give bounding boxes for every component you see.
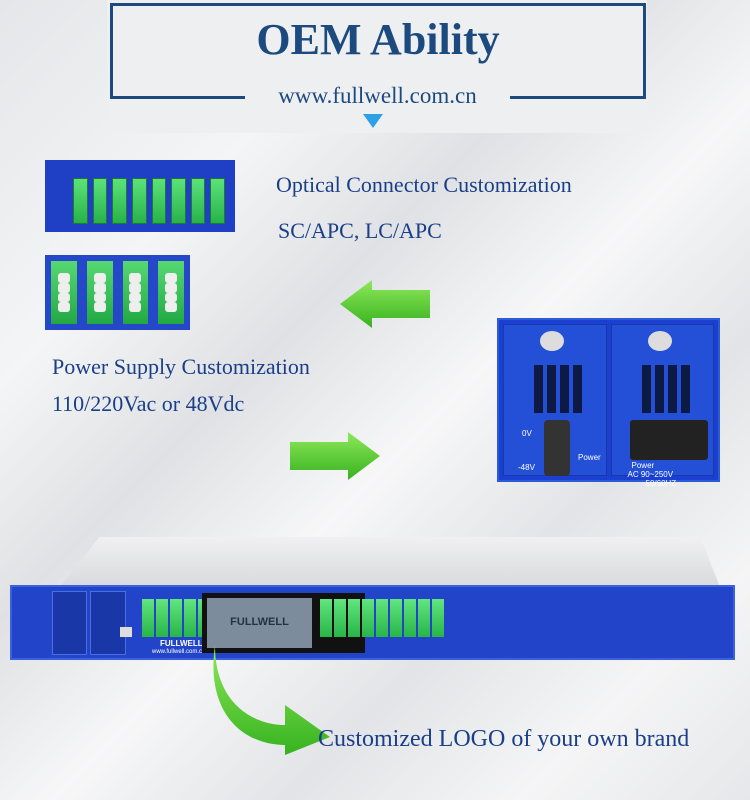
device-url: www.fullwell.com.cn <box>152 649 206 655</box>
lcd-logo: FULLWELL <box>207 598 312 648</box>
lcd-display: FULLWELL <box>202 593 317 653</box>
page-title: OEM Ability <box>256 15 500 64</box>
knob-icon <box>647 331 672 351</box>
website-url: www.fullwell.com.cn <box>245 83 510 109</box>
optical-customization-heading: Optical Connector Customization <box>276 172 572 197</box>
right-arrow-icon <box>290 432 380 480</box>
device-front-panel: FULLWELL www.fullwell.com.cn FULLWELL <box>10 585 735 660</box>
power-supply-photo: 0V -48V Power Power AC 90~250V 50/60HZ <box>497 318 720 488</box>
vent-grille <box>534 365 582 413</box>
ac-power-module: Power AC 90~250V 50/60HZ <box>610 324 714 488</box>
down-arrow-icon <box>363 114 383 128</box>
output-ports-right <box>320 599 444 637</box>
psu-slot-2 <box>90 591 126 655</box>
header-background <box>107 0 647 133</box>
label-0v: 0V <box>522 429 532 438</box>
power-customization-heading: Power Supply Customization <box>52 354 310 379</box>
device-logo: FULLWELL <box>160 639 203 648</box>
left-arrow-icon <box>340 280 430 328</box>
knob-icon <box>540 331 564 351</box>
vent-grille <box>641 365 690 413</box>
curved-arrow-icon <box>213 645 330 755</box>
label-power-ac: Power <box>631 461 655 470</box>
device-chassis-top <box>60 537 720 587</box>
ac-inlet <box>629 420 708 460</box>
dc-connector <box>544 420 570 476</box>
label-ac-range: AC 90~250V <box>627 470 674 479</box>
label-48v: -48V <box>518 463 535 472</box>
ethernet-port <box>120 627 132 637</box>
power-supply-types: 110/220Vac or 48Vdc <box>52 391 245 416</box>
lc-connector-photo <box>45 255 190 330</box>
psu-slot-1 <box>52 591 87 655</box>
custom-logo-heading: Customized LOGO of your own brand <box>318 726 690 752</box>
label-hz: 50/60HZ <box>645 479 677 488</box>
label-power: Power <box>578 453 601 462</box>
sc-connector-photo <box>45 160 235 232</box>
optical-connector-types: SC/APC, LC/APC <box>278 218 442 243</box>
dc-power-module: 0V -48V Power <box>503 324 607 476</box>
